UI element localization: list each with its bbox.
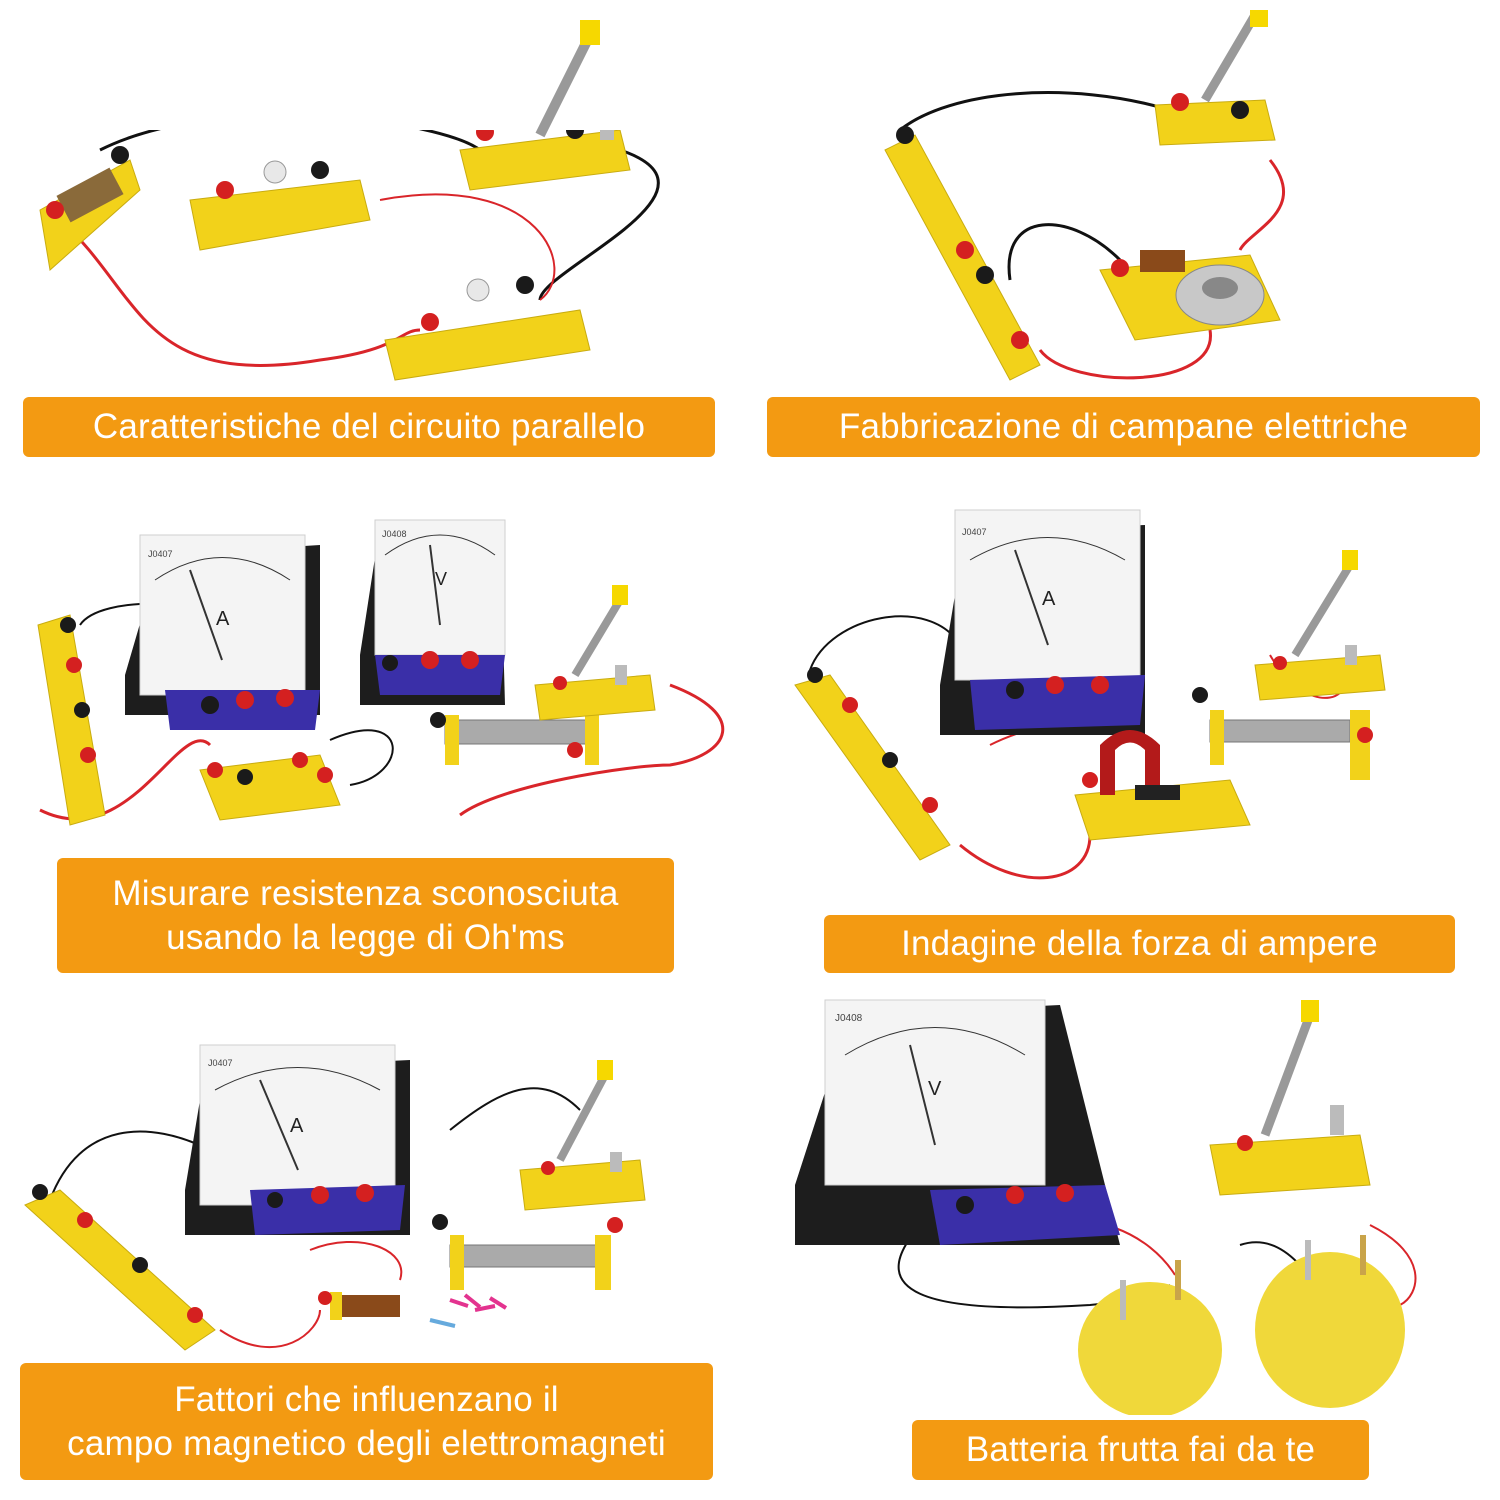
caption-line: Batteria frutta fai da te (965, 1430, 1316, 1470)
voltmeter-unit-label: V (928, 1078, 942, 1100)
caption-line: Misurare resistenza sconosciuta (112, 873, 619, 913)
voltmeter-model-label: J0408 (835, 1013, 863, 1024)
ammeter-unit-label: A (290, 1115, 304, 1137)
scene-ohms-law: A J0407 V J0408 (30, 515, 750, 850)
scene-parallel-circuit (20, 130, 740, 390)
ammeter: A J0407 (940, 509, 1145, 735)
switch-board-top (459, 130, 631, 191)
rheostat (432, 1214, 623, 1290)
caption-fruit-battery: Batteria frutta fai da te (912, 1420, 1369, 1480)
switch-board (1154, 10, 1276, 146)
voltmeter: V J0408 (795, 999, 1120, 1245)
bell-board (1099, 250, 1281, 341)
switch-board (1254, 550, 1386, 701)
caption-electric-bells: Fabbricazione di campane elettriche (767, 397, 1480, 457)
lemon-left (1078, 1260, 1222, 1415)
battery-rail (794, 667, 951, 861)
switch-lever-icon (520, 15, 610, 145)
ammeter-model-label: J0407 (208, 1058, 233, 1068)
resistor-board (199, 752, 341, 821)
caption-ampere-force: Indagine della forza di ampere (824, 915, 1455, 973)
scene-electromagnet: A J0407 (20, 1030, 710, 1360)
rheostat (430, 712, 599, 765)
caption-line: campo magnetico degli elettromagneti (67, 1423, 666, 1463)
battery-rail (24, 1184, 216, 1351)
caption-line: Fattori che influenzano il (174, 1379, 559, 1419)
caption-line: Caratteristiche del circuito parallelo (92, 407, 646, 447)
ammeter: A J0407 (185, 1044, 410, 1235)
battery-rail (884, 126, 1041, 381)
voltmeter: V J0408 (360, 519, 506, 705)
bulb-board-bottom (384, 276, 591, 381)
caption-line: usando la legge di Oh'ms (166, 917, 565, 957)
voltmeter-model-label: J0408 (382, 529, 407, 539)
rheostat (1192, 687, 1373, 780)
caption-electromagnets: Fattori che influenzano il campo magneti… (20, 1363, 713, 1480)
switch-board (534, 585, 656, 721)
bulb-board-top (189, 160, 371, 251)
magnet-board (1074, 730, 1251, 841)
caption-ohms-law: Misurare resistenza sconosciuta usando l… (57, 858, 674, 973)
ammeter: A J0407 (125, 534, 320, 730)
lemon-right (1255, 1235, 1405, 1408)
voltmeter-unit-label: V (435, 569, 447, 589)
ammeter-model-label: J0407 (148, 549, 173, 559)
switch-board (519, 1060, 646, 1211)
caption-parallel-circuit: Caratteristiche del circuito parallelo (23, 397, 715, 457)
switch-board (1209, 1000, 1371, 1196)
electromagnet-coil (318, 1291, 508, 1328)
scene-ampere-force: A J0407 (790, 505, 1490, 905)
ammeter-unit-label: A (1042, 588, 1056, 610)
scene-electric-bell (870, 10, 1290, 390)
ammeter-unit-label: A (216, 608, 230, 630)
caption-line: Fabbricazione di campane elettriche (838, 407, 1409, 447)
ammeter-model-label: J0407 (962, 527, 987, 537)
scene-fruit-battery: V J0408 (790, 995, 1490, 1415)
battery-holder (39, 146, 141, 271)
caption-line: Indagine della forza di ampere (901, 924, 1378, 964)
battery-rail (37, 614, 106, 826)
